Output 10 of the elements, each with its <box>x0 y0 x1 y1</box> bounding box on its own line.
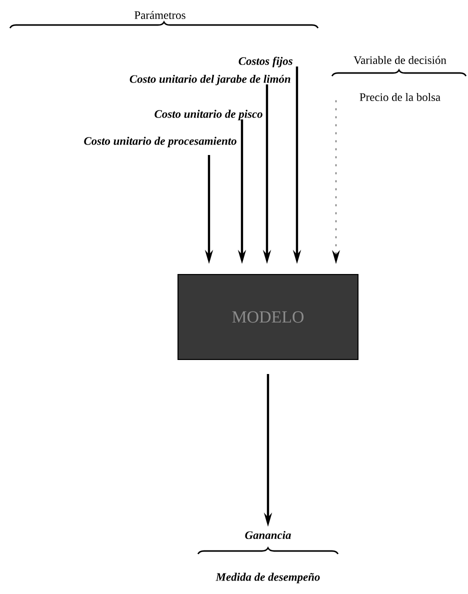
input-label: Costo unitario de pisco <box>154 110 262 120</box>
group-label: Parámetros <box>134 10 186 20</box>
input-label: Costo unitario del jarabe de limón <box>130 74 290 86</box>
model-box: MODELO <box>178 274 358 360</box>
input-label: Costos fijos <box>238 56 292 68</box>
input-label: Precio de la bolsa <box>360 92 440 102</box>
group-label: Variable de decisión <box>354 56 446 64</box>
output-label: Ganancia <box>245 530 291 540</box>
group-label: Medida de desempeño <box>216 572 320 584</box>
input-label: Costo unitario de procesamiento <box>84 136 236 148</box>
